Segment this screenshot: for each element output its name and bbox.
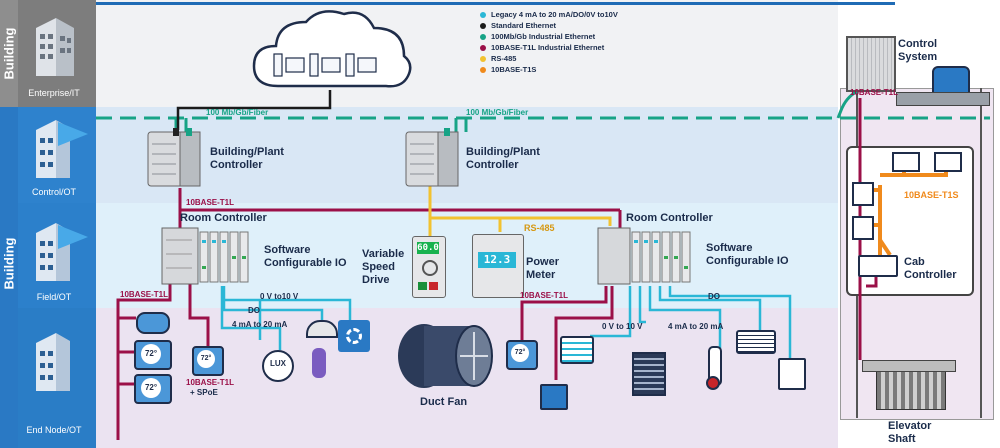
room-controller-left bbox=[161, 227, 249, 285]
t1l-plant-label: 10BASE-T1L bbox=[186, 198, 235, 207]
legend-item-rs485: RS-485 bbox=[480, 53, 690, 64]
lock-icon bbox=[540, 384, 568, 410]
v010-left-label: 0 V to10 V bbox=[260, 292, 299, 301]
thermostat-3-face: 72° bbox=[197, 350, 215, 368]
lux-sensor-icon bbox=[262, 350, 294, 382]
legend-swatch bbox=[480, 11, 486, 18]
tier-label-field: Field/OT bbox=[36, 292, 72, 302]
fiber-right-label: 100 Mb/Gb/Fiber bbox=[466, 108, 529, 117]
sw-io-right-label: Software Configurable IO bbox=[706, 242, 789, 267]
sw-io-left-label: Software Configurable IO bbox=[264, 244, 347, 269]
elevator-shaft-label: Elevator Shaft bbox=[888, 420, 932, 445]
thermostat-2-face: 72° bbox=[141, 378, 161, 398]
vsd-buttons bbox=[418, 282, 438, 290]
legend-swatch bbox=[480, 22, 486, 29]
legend-label: Legacy 4 mA to 20 mA/DO/0V to10V bbox=[491, 10, 618, 19]
legend-item-industrial-ethernet: 100Mb/Gb Industrial Ethernet bbox=[480, 31, 690, 42]
building-icon bbox=[36, 223, 88, 281]
io-module-2 bbox=[934, 152, 962, 172]
elevator-pit bbox=[862, 360, 956, 372]
io-module-3 bbox=[852, 182, 874, 206]
thermostat-1-face: 72° bbox=[141, 344, 161, 364]
thermometer-bulb bbox=[706, 376, 720, 390]
thermostat-2 bbox=[134, 374, 172, 404]
t1s-label: 10BASE-T1S bbox=[904, 190, 959, 200]
io-module-4 bbox=[852, 216, 874, 240]
tier-label-endnode: End Node/OT bbox=[26, 425, 82, 435]
fiber-left-label: 100 Mb/Gb/Fiber bbox=[206, 108, 269, 117]
t1l-spoe-label: 10BASE-T1L bbox=[186, 378, 235, 387]
hvac-icon bbox=[736, 330, 776, 354]
legend-swatch bbox=[480, 44, 486, 51]
t1l-room-left-label: 10BASE-T1L bbox=[120, 290, 169, 299]
legend-item-t1l: 10BASE-T1L Industrial Ethernet bbox=[480, 42, 690, 53]
legend-swatch bbox=[480, 55, 486, 62]
duct-fan-label: Duct Fan bbox=[420, 396, 468, 408]
t1l-room-right-label: 10BASE-T1L bbox=[520, 291, 569, 300]
legend: Legacy 4 mA to 20 mA/DO/0V to10V Standar… bbox=[480, 9, 690, 75]
person-icon bbox=[312, 348, 326, 378]
ma-left-label: 4 mA to 20 mA bbox=[232, 320, 288, 329]
building-icon bbox=[36, 333, 70, 391]
t1l-elevator-label: 10BASE-T1L bbox=[850, 88, 899, 97]
v010-right-label: 0 V to 10 V bbox=[602, 322, 643, 331]
air-duct-icon bbox=[560, 336, 594, 364]
cab-controller-icon bbox=[858, 255, 898, 277]
control-system-label: Control System bbox=[898, 38, 938, 63]
do-left-label: DO bbox=[248, 306, 260, 315]
tier-label-control: Control/OT bbox=[31, 187, 76, 197]
rs485-label: RS-485 bbox=[524, 223, 555, 233]
legend-item-legacy: Legacy 4 mA to 20 mA/DO/0V to10V bbox=[480, 9, 690, 20]
switch-icon bbox=[778, 358, 806, 390]
occupancy-sensor-icon bbox=[306, 320, 338, 338]
legend-swatch bbox=[480, 66, 486, 73]
band-enterprise bbox=[0, 0, 838, 107]
vsd-label: Variable Speed Drive bbox=[362, 248, 405, 286]
plant-controller-left-label: Building/Plant Controller bbox=[210, 146, 284, 171]
lux-sensor-label: LUX bbox=[270, 359, 286, 368]
vsd-knob-icon bbox=[422, 260, 438, 276]
room-controller-right bbox=[597, 227, 691, 285]
legend-label: RS-485 bbox=[491, 54, 517, 63]
vsd-display: 60.0 bbox=[417, 242, 439, 254]
duct-fan-icon bbox=[398, 324, 493, 388]
building-icon bbox=[36, 18, 74, 76]
blinds-icon bbox=[632, 352, 666, 396]
building-icon bbox=[36, 120, 88, 178]
ma-right-label: 4 mA to 20 mA bbox=[668, 322, 724, 331]
tier-label-enterprise: Enterprise/IT bbox=[28, 88, 80, 98]
legend-label: 10BASE-T1S bbox=[491, 65, 537, 74]
spoe-label: + SPoE bbox=[190, 388, 218, 397]
cab-controller-label: Cab Controller bbox=[904, 256, 957, 281]
legend-label: 100Mb/Gb Industrial Ethernet bbox=[491, 32, 596, 41]
legend-item-standard-ethernet: Standard Ethernet bbox=[480, 20, 690, 31]
flow-meter-icon bbox=[136, 312, 170, 334]
control-system-cabinet bbox=[846, 36, 896, 92]
room-controller-right-label: Room Controller bbox=[626, 212, 713, 224]
side-strip-enterprise bbox=[0, 0, 18, 107]
cloud-icon bbox=[252, 10, 412, 88]
side-strip-ot bbox=[0, 107, 18, 448]
thermostat-4-face: 72° bbox=[511, 344, 529, 362]
legend-swatch bbox=[480, 33, 486, 40]
plant-controller-left bbox=[147, 128, 201, 187]
do-right-label: DO bbox=[708, 292, 720, 301]
top-rule bbox=[95, 2, 895, 5]
plant-controller-right-label: Building/Plant Controller bbox=[466, 146, 540, 171]
io-module-1 bbox=[892, 152, 920, 172]
motor-base bbox=[896, 92, 990, 106]
fan-icon-blades bbox=[346, 328, 362, 344]
legend-label: 10BASE-T1L Industrial Ethernet bbox=[491, 43, 605, 52]
power-meter-label: Power Meter bbox=[526, 256, 560, 281]
room-controller-left-label: Room Controller bbox=[180, 212, 267, 224]
plant-controller-right bbox=[405, 128, 459, 187]
legend-label: Standard Ethernet bbox=[491, 21, 557, 30]
legend-item-t1s: 10BASE-T1S bbox=[480, 64, 690, 75]
power-meter-display: 12.3 bbox=[478, 252, 516, 268]
